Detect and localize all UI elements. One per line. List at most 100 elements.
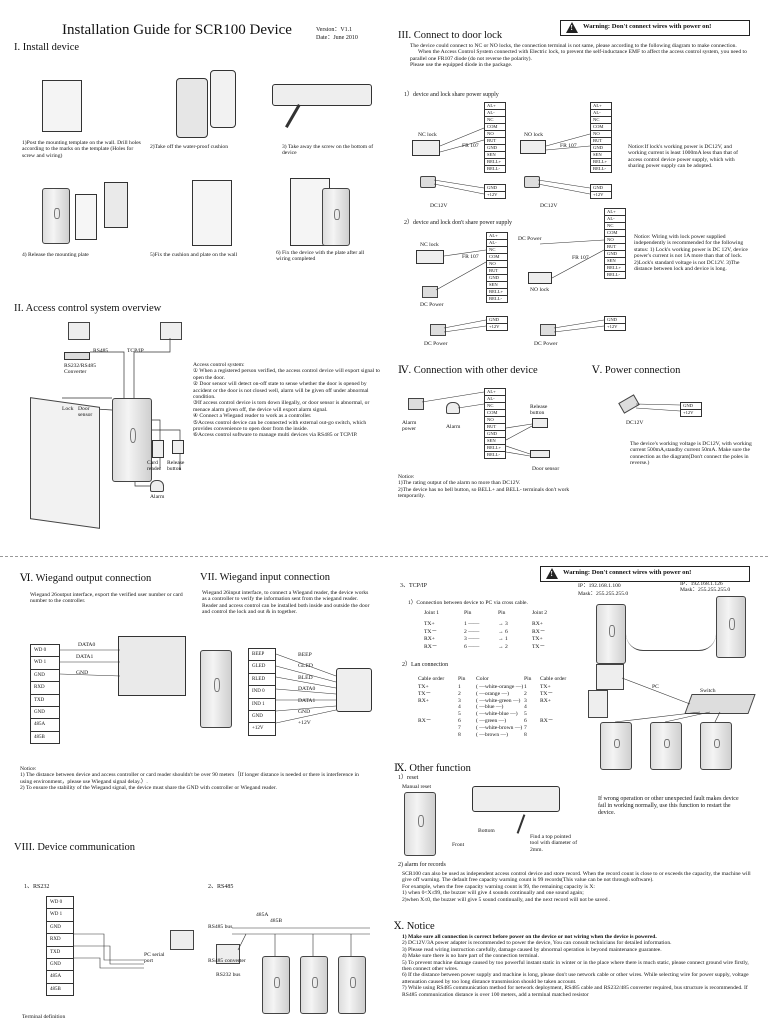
section-power-title: Ⅴ. Power connection — [592, 365, 681, 376]
manual-reset-label: Manual reset — [402, 784, 432, 790]
fr107-label-4: FR 107 — [572, 255, 589, 261]
fr107-label-3: FR 107 — [462, 254, 479, 260]
switch-label: Switch — [700, 688, 716, 694]
tool-label: Find a top pointed tool with diameter of… — [530, 834, 578, 853]
dc-power-label-4: DC Power — [534, 341, 558, 347]
lock-intro: The device could connect to NC or NO loc… — [410, 43, 750, 69]
lock-sub-1: 1）device and lock share power supply — [404, 92, 499, 98]
wiegand-notice: Notice: 1) The distance between device a… — [20, 766, 370, 792]
notice-item: 1) Make sure all connection is correct b… — [402, 934, 657, 940]
card-reader-figure — [152, 440, 164, 458]
overview-desc-line: ⑥Access control software to manage multi… — [193, 432, 358, 439]
lock-intro-line: The device could connect to NC or NO loc… — [410, 43, 737, 49]
alarm-power-label: Alarm power — [402, 420, 417, 433]
notice-item: 4) Make sure there is no bare part of th… — [402, 953, 539, 960]
rs232-label: 1、RS232 — [24, 884, 50, 890]
install-step-3: 3) Take away the screw on the bottom of … — [282, 144, 374, 157]
cross-cable-figure — [626, 634, 716, 651]
section-lock-title: III. Connect to door lock — [398, 30, 503, 41]
controller-figure — [118, 636, 186, 696]
power-plug-icon-4 — [430, 324, 446, 336]
alarm-records-desc: SCR100 can also be used as independent a… — [402, 871, 752, 903]
pc-icon — [68, 322, 90, 340]
lan-table-row: 7( —white-brown —)7 — [458, 724, 527, 731]
data1-label: DATA1 — [76, 654, 94, 660]
dc-power-label-2: DC Power — [424, 341, 448, 347]
rs485-title: 2、RS485 — [208, 884, 234, 890]
front-label: Front — [452, 842, 465, 848]
dc-power-label-3: DC Power — [518, 236, 542, 242]
notice-line: 2)The device has no bell button, so BELL… — [398, 486, 570, 500]
tcp-device-1 — [596, 604, 626, 664]
install-step-4: 4) Release the mounting plate — [22, 252, 89, 258]
warning-icon — [566, 22, 578, 33]
ip-1: IP：192.168.1.100 — [578, 583, 621, 589]
reset-device-bottom — [472, 786, 560, 812]
wiegand-in-device — [200, 650, 232, 728]
access-device-figure — [112, 398, 152, 482]
date-label: Date：June 2010 — [316, 35, 358, 41]
tcp-title: 3、TCP/IP — [400, 583, 428, 589]
overview-desc-line: ③If access control device is torn down i… — [193, 400, 370, 413]
lock-intro-line: Please use the equipped diode in the pac… — [410, 62, 513, 69]
nc-lock-figure — [412, 140, 440, 156]
rs485-device-3 — [338, 956, 366, 1014]
pc-label: PC — [652, 684, 659, 690]
alarm-desc-line: For example, when the free capacity warn… — [402, 883, 595, 890]
power-terminal-main: GND+12V — [680, 402, 702, 417]
reset-desc: If wrong operation or other unexpected f… — [598, 796, 739, 816]
section-wiegand-in-title: VII. Wiegand input connection — [200, 572, 331, 583]
rs485-device-2 — [300, 956, 328, 1014]
dc12v-label-2: DC12V — [540, 203, 558, 209]
mounting-plate-figure — [42, 188, 70, 244]
wiegand-reader-figure — [336, 668, 372, 712]
lock-share-notice: Notice:If lock's working power is DC12V,… — [628, 144, 738, 170]
mounting-template-figure — [42, 80, 82, 132]
lan-table-row: 5( —white-blue —)5 — [458, 711, 527, 718]
bottom-label: Bottom — [478, 828, 495, 834]
mounting-plate-figure-2 — [75, 194, 97, 240]
pc-icon-2 — [160, 322, 182, 340]
485b-label: 485B — [270, 918, 283, 924]
nc-lock-figure-2 — [416, 250, 444, 264]
device-cushion-figure-2 — [210, 70, 236, 128]
lan-table-row: 4( —blue —)4 — [458, 704, 527, 711]
notice-line: 1) The distance between device and acces… — [20, 772, 359, 785]
mask-1: Mask：255.255.255.0 — [578, 591, 629, 597]
fr107-label-2: FR 107 — [560, 143, 577, 149]
install-step-1: 1)Post the mounting template on the wall… — [22, 140, 141, 159]
overview-desc-line: ⑤Access control device can be connected … — [193, 419, 367, 433]
alarm-desc-line: 2)when X≤0, the buzzer will give 5 sound… — [402, 896, 611, 903]
warning-banner-2: Warning: Don't connect wires with power … — [540, 566, 750, 582]
notice-line: 2) To ensure the stability of the Wiegan… — [20, 785, 277, 792]
power-terminal-share-no: GND+12V — [590, 184, 612, 199]
notice-item: 5) To prevent machine damage caused by t… — [402, 959, 749, 973]
other-device-notice: Notice: 1)The rating output of the alarm… — [398, 474, 578, 500]
lan-device-2 — [650, 722, 682, 770]
no-lock-label: NO lock — [524, 132, 544, 138]
alarm-label-2: Alarm — [446, 424, 461, 430]
section-wiegand-out-title: Ⅵ. Wiegand output connection — [20, 573, 152, 584]
card-reader-label: Card reader — [147, 460, 161, 473]
gnd-label: GND — [76, 670, 89, 676]
install-step-6: 6) Fix the device with the plate after a… — [276, 250, 365, 263]
page-divider — [0, 556, 768, 557]
overview-desc-line: ① When a registered person verified, the… — [193, 368, 380, 381]
page-title: Installation Guide for SCR100 Device — [62, 22, 292, 38]
